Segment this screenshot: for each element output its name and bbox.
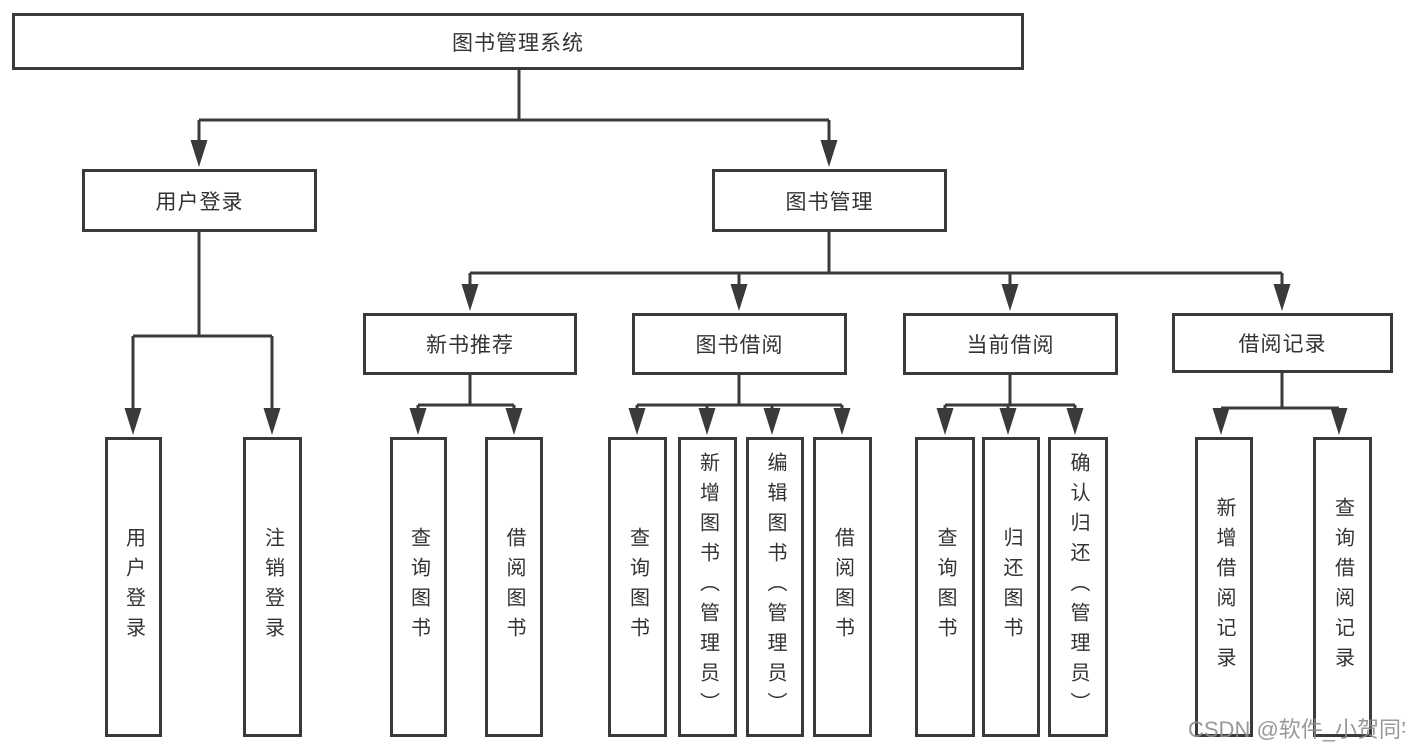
leaf-query-borrow-record: 查询借阅记录 xyxy=(1313,437,1372,737)
arrow-down-icon xyxy=(461,284,479,311)
node-root-title: 图书管理系统 xyxy=(12,13,1024,70)
leaf-query-books-recommend: 查询图书 xyxy=(390,437,447,737)
leaf-query-books-borrowing: 查询图书 xyxy=(608,437,667,737)
leaf-query-books-current: 查询图书 xyxy=(915,437,975,737)
node-user-login: 用户登录 xyxy=(82,169,317,232)
arrow-down-icon xyxy=(263,408,281,435)
arrow-down-icon xyxy=(1212,408,1230,435)
node-book-management: 图书管理 xyxy=(712,169,947,232)
arrow-down-icon xyxy=(409,408,427,435)
node-book-borrowing: 图书借阅 xyxy=(632,313,847,375)
arrow-down-icon xyxy=(1066,408,1084,435)
node-borrowing-records: 借阅记录 xyxy=(1172,313,1393,373)
arrow-down-icon xyxy=(763,408,781,435)
arrow-down-icon xyxy=(698,408,716,435)
leaf-edit-books-admin: 编辑图书（管理员） xyxy=(746,437,804,737)
leaf-add-books-admin: 新增图书（管理员） xyxy=(678,437,737,737)
node-current-borrowing: 当前借阅 xyxy=(903,313,1118,375)
arrow-down-icon xyxy=(999,408,1017,435)
arrow-down-icon xyxy=(628,408,646,435)
leaf-borrow-books-recommend: 借阅图书 xyxy=(485,437,543,737)
arrowheads xyxy=(124,140,1348,435)
leaf-user-login: 用户登录 xyxy=(105,437,162,737)
arrow-down-icon xyxy=(1001,284,1019,311)
leaf-borrow-books-borrowing: 借阅图书 xyxy=(813,437,872,737)
leaf-add-borrow-record: 新增借阅记录 xyxy=(1195,437,1253,737)
leaf-confirm-return-admin: 确认归还（管理员） xyxy=(1048,437,1108,737)
arrow-down-icon xyxy=(833,408,851,435)
arrow-down-icon xyxy=(124,408,142,435)
leaf-return-books: 归还图书 xyxy=(982,437,1040,737)
arrow-down-icon xyxy=(190,140,208,167)
node-new-book-recommend: 新书推荐 xyxy=(363,313,577,375)
arrow-down-icon xyxy=(820,140,838,167)
csdn-watermark: CSDN @软件_小贺同学 xyxy=(1188,717,1405,742)
leaf-logout: 注销登录 xyxy=(243,437,302,737)
arrow-down-icon xyxy=(730,284,748,311)
arrow-down-icon xyxy=(1330,408,1348,435)
arrow-down-icon xyxy=(1273,284,1291,311)
arrow-down-icon xyxy=(505,408,523,435)
arrow-down-icon xyxy=(936,408,954,435)
